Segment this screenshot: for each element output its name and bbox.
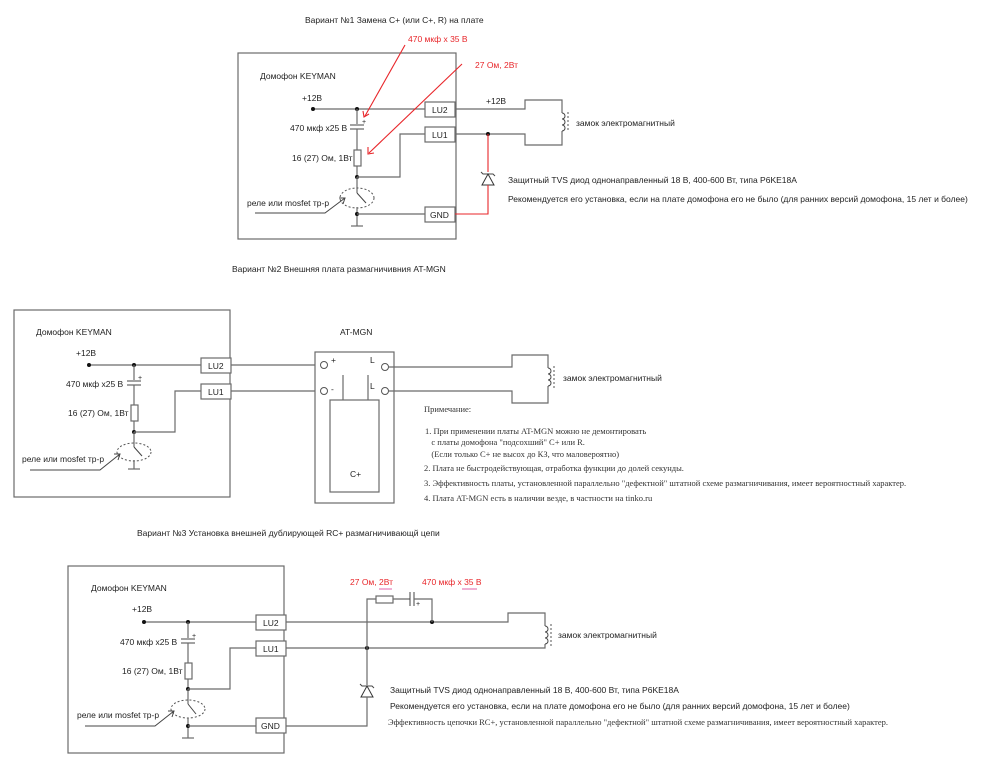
svg-text:+: +: [416, 601, 420, 608]
capacitor-icon: +: [409, 592, 420, 608]
coil-icon: [547, 366, 555, 388]
annotation-arrow: [368, 63, 463, 154]
lock-label: замок электромагнитный: [576, 118, 675, 128]
svg-text:+: +: [362, 119, 366, 126]
red-cap-label: 470 мкф х 35 В: [422, 577, 482, 587]
svg-text:L: L: [370, 355, 375, 365]
lock-label: замок электромагнитный: [563, 373, 662, 383]
notes-title: Примечание:: [424, 404, 471, 414]
resistor-icon: [184, 662, 193, 680]
note-item: 2. Плата не быстродействующая, отработка…: [424, 463, 684, 473]
board-title: Домофон KEYMAN: [91, 583, 167, 593]
rc-note: Эффективность цепочки RC+, установленной…: [388, 717, 888, 727]
module-title: AT-MGN: [340, 327, 372, 337]
resistor-icon: [353, 149, 362, 167]
coil-icon: [544, 624, 552, 646]
svg-text:LU2: LU2: [263, 618, 279, 628]
resistor-icon: [130, 404, 139, 422]
intercom-board: [67, 565, 285, 754]
annotation-arrow: [364, 44, 406, 117]
res-label: 16 (27) Ом, 1Вт: [68, 408, 129, 418]
svg-text:LU1: LU1: [263, 644, 279, 654]
variant1-title: Вариант №1 Замена С+ (или С+, R) на плат…: [305, 15, 484, 25]
lock-label: замок электромагнитный: [558, 630, 657, 640]
tvs-recommend: Рекомендуется его установка, если на пла…: [508, 194, 968, 204]
variant2-title: Вариант №2 Внешняя плата размагничивния …: [232, 264, 446, 274]
coil-icon: [561, 112, 569, 132]
note-item: 3. Эффективность платы, установленной па…: [424, 478, 906, 488]
variant3-diagram: Вариант №3 Установка внешней дублирующей…: [67, 528, 888, 754]
module-pin-icon: [381, 363, 389, 371]
cap-label: 470 мкф х25 В: [66, 379, 124, 389]
red-res-label: 27 Ом, 2Вт: [475, 60, 518, 70]
tvs-note: Защитный TVS диод однонаправленный 18 В,…: [390, 685, 679, 695]
cap-label: 470 мкф х25 В: [290, 123, 348, 133]
svg-text:L: L: [370, 381, 375, 391]
note-item: (Если только С+ не высох до КЗ, что мало…: [425, 449, 619, 459]
variant1-diagram: Вариант №1 Замена С+ (или С+, R) на плат…: [237, 15, 968, 240]
module-pin-icon: [320, 361, 328, 369]
note-item: с платы домофона "подсохший" С+ или R.: [425, 437, 585, 447]
res-label: 16 (27) Ом, 1Вт: [292, 153, 353, 163]
svg-text:+: +: [138, 375, 142, 382]
variant3-title: Вариант №3 Установка внешней дублирующей…: [137, 528, 440, 538]
v12-label: +12В: [302, 93, 322, 103]
switch-label: реле или mosfet тр-р: [247, 198, 329, 208]
variant2-diagram: Вариант №2 Внешняя плата размагничивния …: [13, 264, 906, 504]
svg-text:+: +: [192, 633, 196, 640]
res-label: 16 (27) Ом, 1Вт: [122, 666, 183, 676]
svg-text:LU1: LU1: [208, 387, 224, 397]
module-cap-label: C+: [350, 469, 361, 479]
svg-text:LU2: LU2: [432, 105, 448, 115]
svg-text:+: +: [331, 355, 336, 365]
red-cap-label: 470 мкф х 35 В: [408, 34, 468, 44]
intercom-board: [13, 309, 231, 498]
notes-block: Примечание: 1. При применении платы AT-M…: [424, 404, 906, 503]
module-capacitor: [329, 399, 380, 493]
tvs-diode-icon: [480, 171, 496, 186]
terminal-dot: [311, 107, 315, 111]
tvs-recommend: Рекомендуется его установка, если на пла…: [390, 701, 850, 711]
note-item: 4. Плата AT-MGN есть в наличии везде, в …: [424, 493, 653, 503]
svg-text:GND: GND: [261, 721, 280, 731]
cap-label: 470 мкф х25 В: [120, 637, 178, 647]
module-pin-icon: [381, 387, 389, 395]
red-res-label: 27 Ом, 2Вт: [350, 577, 393, 587]
resistor-icon: [375, 595, 394, 604]
svg-text:-: -: [331, 384, 334, 394]
tvs-note: Защитный TVS диод однонаправленный 18 В,…: [508, 175, 797, 185]
note-item: 1. При применении платы AT-MGN можно не …: [425, 426, 646, 436]
v12-label: +12В: [76, 348, 96, 358]
tvs-diode-icon: [359, 683, 375, 698]
module-pin-icon: [320, 387, 328, 395]
out-v12-label: +12В: [486, 96, 506, 106]
svg-text:LU1: LU1: [432, 130, 448, 140]
intercom-board: [237, 52, 457, 240]
board-title: Домофон KEYMAN: [260, 71, 336, 81]
switch-label: реле или mosfet тр-р: [77, 710, 159, 720]
svg-text:GND: GND: [430, 210, 449, 220]
switch-label: реле или mosfet тр-р: [22, 454, 104, 464]
board-title: Домофон KEYMAN: [36, 327, 112, 337]
svg-text:LU2: LU2: [208, 361, 224, 371]
v12-label: +12В: [132, 604, 152, 614]
